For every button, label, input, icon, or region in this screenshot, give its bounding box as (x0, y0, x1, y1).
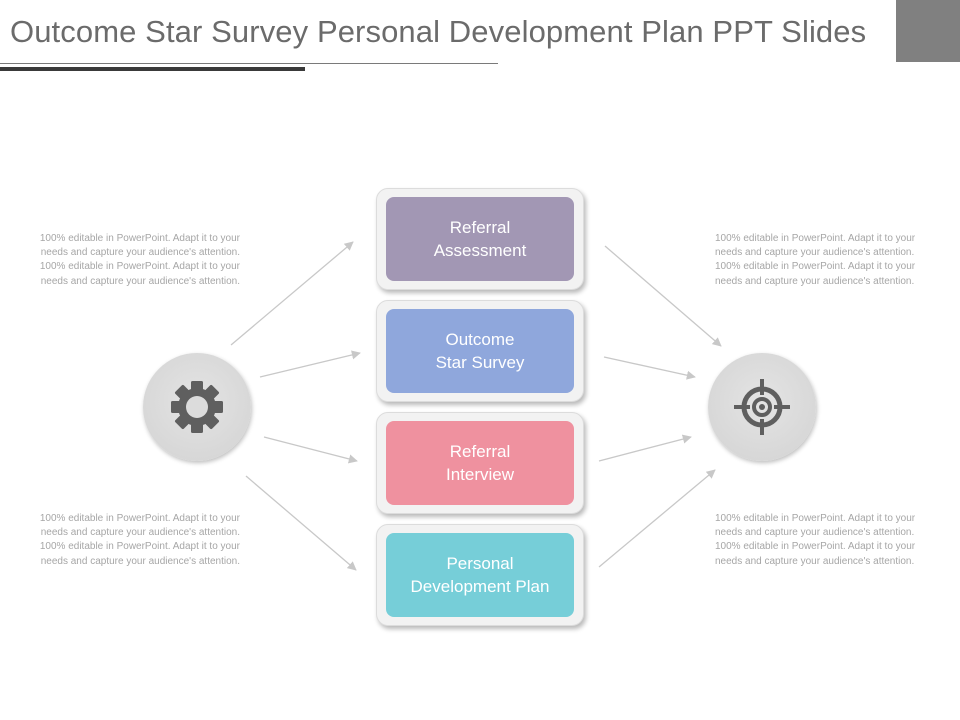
title-rule-thin (0, 63, 498, 64)
description-top-right: 100% editable in PowerPoint. Adapt it to… (715, 233, 916, 287)
gear-icon (171, 381, 223, 433)
stage-2-line-1: Outcome (445, 330, 515, 349)
stage-3-line-1: Referral (449, 442, 511, 461)
corner-block (896, 0, 960, 62)
arrow-stage-1-to-target (604, 245, 722, 347)
stage-1-line-1: Referral (449, 218, 511, 237)
arrow-stage-3-to-target (598, 434, 692, 462)
stage-4-line-1: Personal (446, 554, 514, 573)
arrow-gear-to-stage-2 (259, 350, 361, 378)
slide-title: Outcome Star Survey Personal Development… (10, 14, 867, 49)
arrow-stage-4-to-target (598, 469, 716, 568)
arrow-gear-to-stage-1 (230, 241, 354, 346)
stage-box-2: Outcome Star Survey (386, 309, 574, 393)
title-rule-thick (0, 67, 305, 71)
stage-3-line-2: Interview (445, 465, 515, 484)
stage-2-line-2: Star Survey (435, 353, 525, 372)
description-top-left: 100% editable in PowerPoint. Adapt it to… (39, 233, 240, 287)
stage-4-line-2: Development Plan (410, 577, 550, 596)
stage-box-4: Personal Development Plan (386, 533, 574, 617)
description-bottom-left: 100% editable in PowerPoint. Adapt it to… (39, 513, 240, 567)
stage-card-2: Outcome Star Survey (376, 300, 584, 402)
stage-box-3: Referral Interview (386, 421, 574, 505)
stage-1-line-2: Assessment (433, 241, 527, 260)
left-circle (143, 353, 251, 461)
arrow-gear-to-stage-3 (263, 436, 358, 464)
arrow-gear-to-stage-4 (245, 475, 357, 571)
arrow-stage-2-to-target (603, 356, 696, 380)
target-icon (734, 379, 790, 435)
stage-card-3: Referral Interview (376, 412, 584, 514)
stage-card-1: Referral Assessment (376, 188, 584, 290)
stage-box-1: Referral Assessment (386, 197, 574, 281)
right-circle (708, 353, 816, 461)
stage-card-4: Personal Development Plan (376, 524, 584, 626)
description-bottom-right: 100% editable in PowerPoint. Adapt it to… (715, 513, 916, 567)
